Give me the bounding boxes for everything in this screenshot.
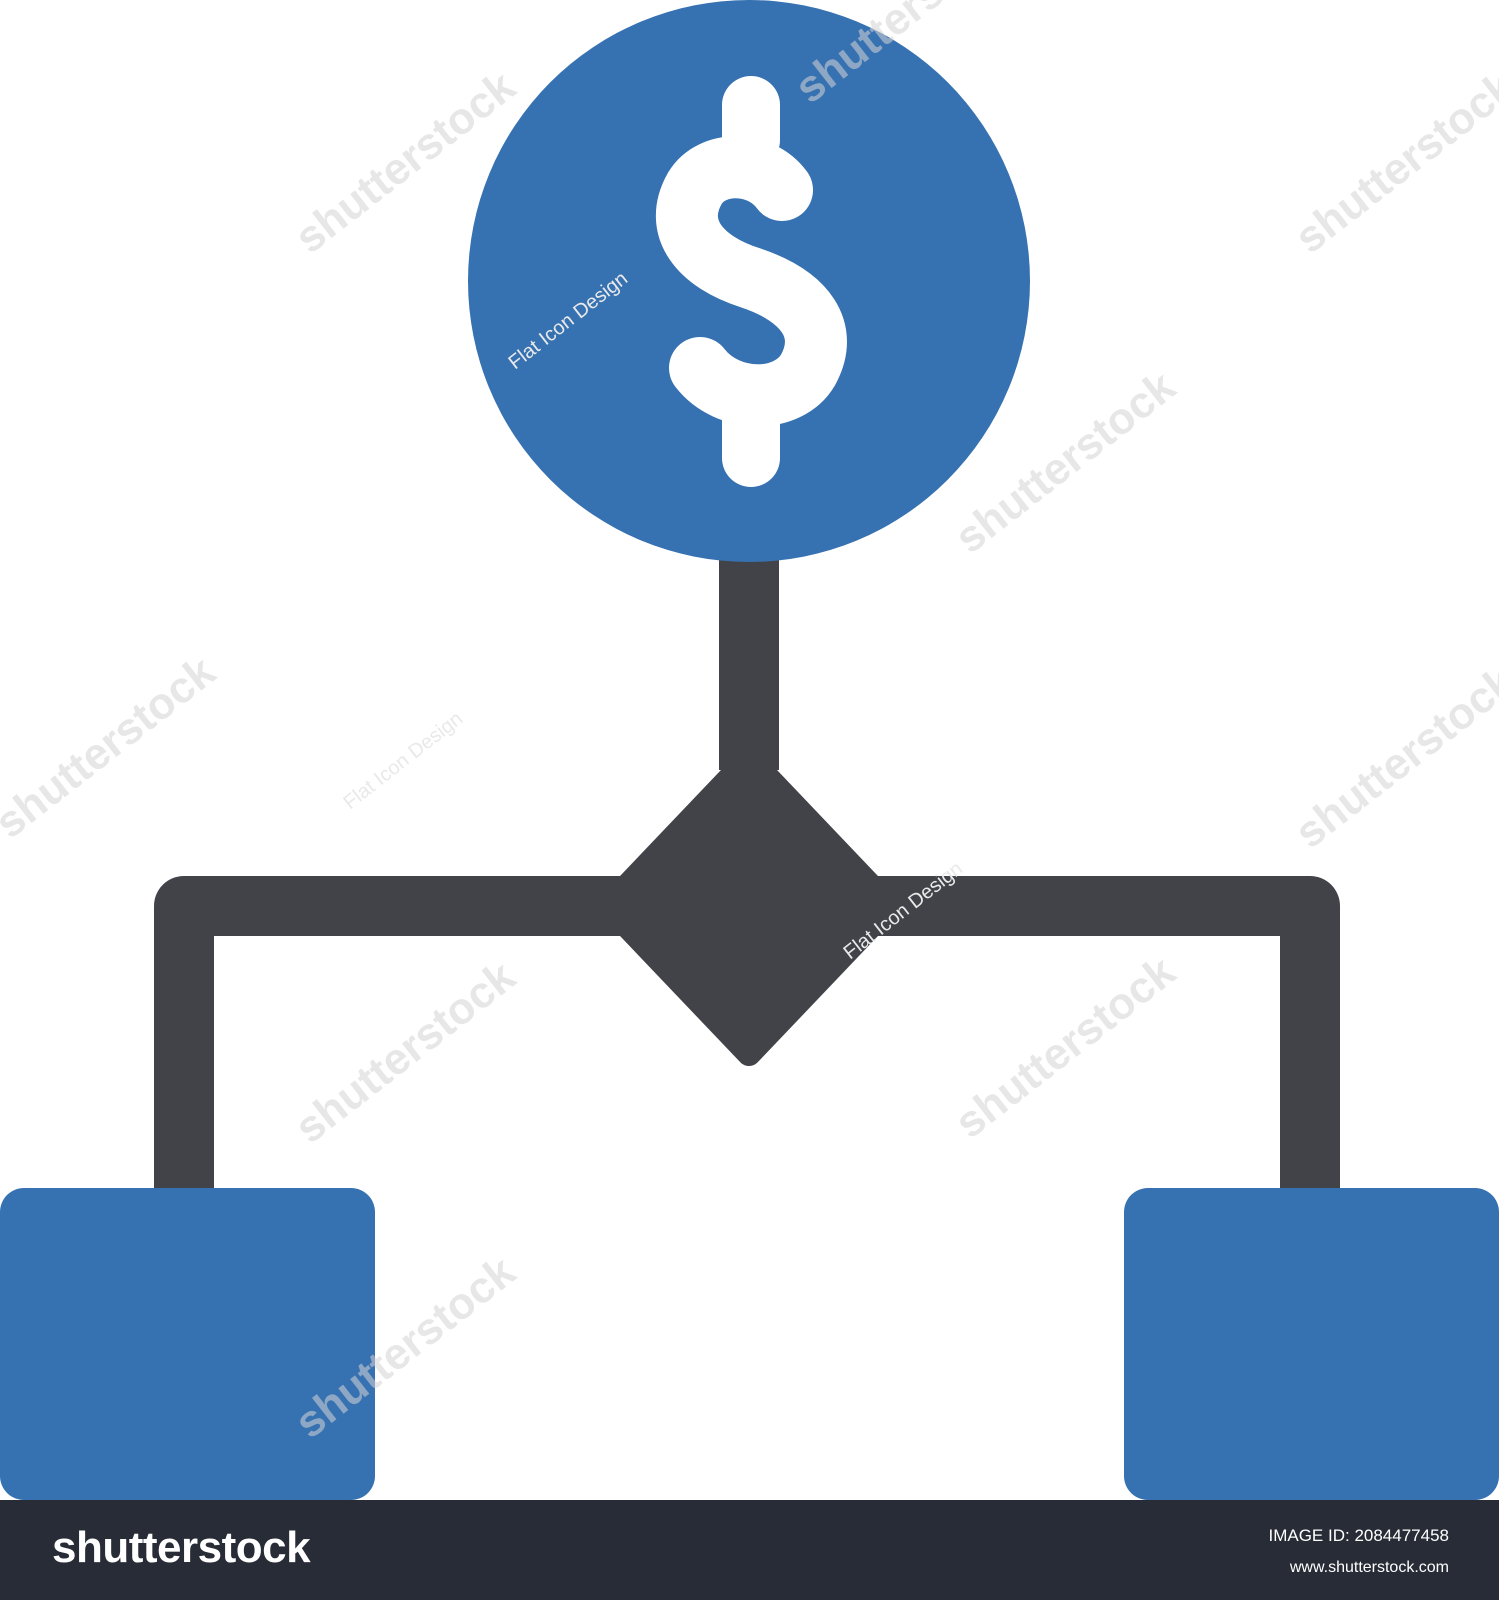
image-id-label: IMAGE ID: 2084477458 [1268, 1526, 1449, 1545]
left-box [0, 1188, 375, 1500]
shutterstock-logo: shutterstock [52, 1523, 311, 1572]
watermark-brand: shutterstock [946, 946, 1185, 1148]
connector-to-right-box [878, 876, 1340, 1200]
site-url-label: www.shutterstock.com [1289, 1559, 1449, 1576]
right-box [1124, 1188, 1499, 1500]
watermark-brand: shutterstock [1286, 61, 1499, 263]
connectors [154, 540, 1340, 1200]
flowchart-money-icon: shutterstock shutterstock shutterstock s… [0, 0, 1499, 1500]
watermark-brand: shutterstock [286, 951, 525, 1153]
stock-footer-bar: shutterstock IMAGE ID: 2084477458 www.sh… [0, 1500, 1499, 1600]
decision-diamond [596, 746, 902, 1066]
connector-to-left-box [154, 876, 620, 1200]
watermark-designer: Flat Icon Design [340, 708, 467, 814]
dollar-sign-icon [655, 76, 847, 487]
watermark-brand: shutterstock [0, 646, 225, 848]
watermark-brand: shutterstock [1286, 656, 1499, 858]
